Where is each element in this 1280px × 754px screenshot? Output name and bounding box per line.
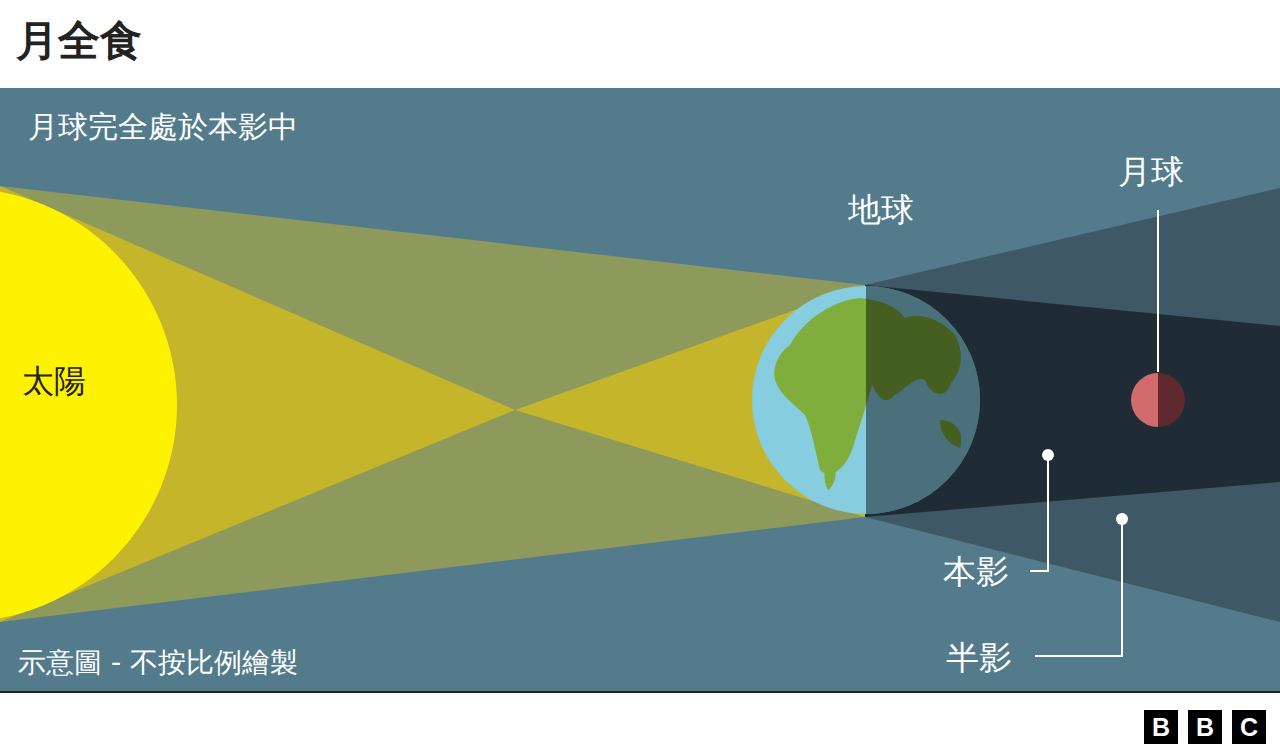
earth-label: 地球	[848, 192, 914, 228]
bbc-logo: B	[1188, 710, 1222, 744]
earth	[752, 286, 980, 514]
scale-note: 示意圖 - 不按比例繪製	[18, 648, 298, 679]
bbc-logo: C	[1232, 710, 1266, 744]
penumbra-shadow	[865, 188, 1280, 622]
penumbra-label: 半影	[946, 640, 1012, 676]
leader-line	[1030, 455, 1048, 571]
leader-line	[1035, 519, 1122, 656]
panel-rule	[0, 691, 1280, 693]
caption-note: 月球完全處於本影中	[28, 110, 298, 143]
diagram-title: 月全食	[16, 18, 142, 64]
umbra-shadow	[865, 285, 1280, 517]
moon	[1131, 373, 1185, 427]
node-label: 太陽	[22, 364, 86, 399]
umbra-label: 本影	[943, 554, 1009, 590]
moon-label: 月球	[1118, 154, 1184, 190]
bbc-logo: B	[1144, 710, 1178, 744]
sky-panel	[0, 88, 1280, 692]
leader-line	[1157, 210, 1159, 372]
